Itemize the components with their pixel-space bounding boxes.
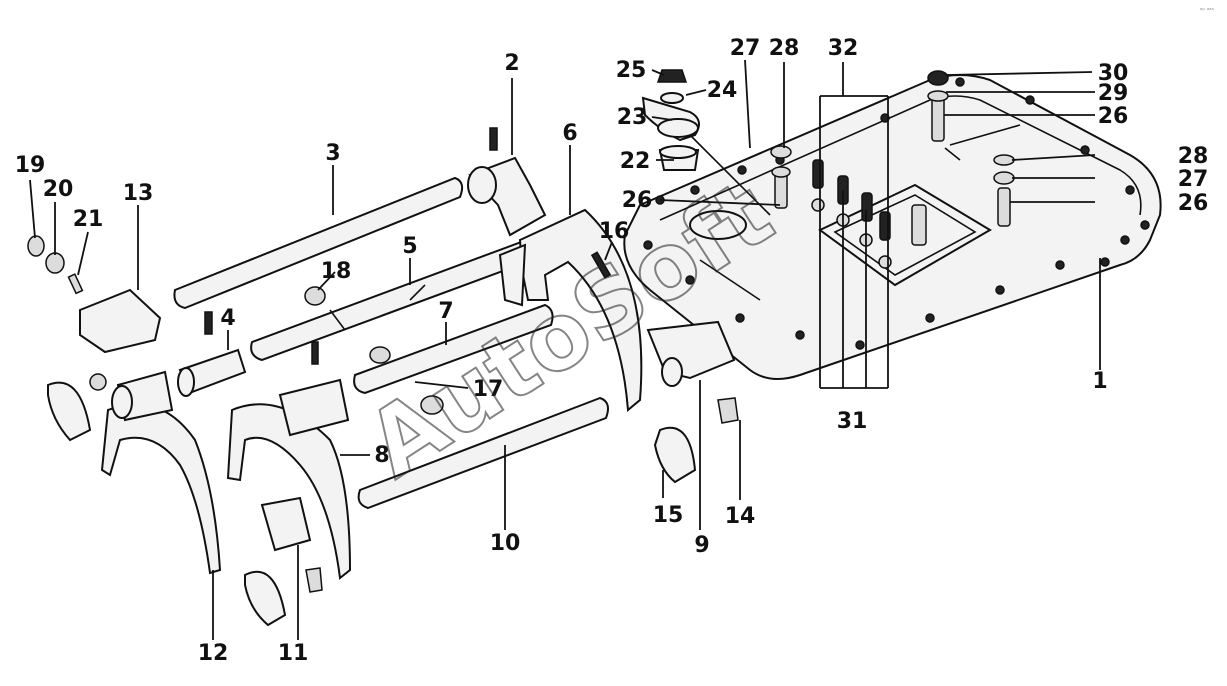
- callout-6: 6: [562, 121, 577, 146]
- shift-fork-right: [467, 127, 643, 413]
- callout-2: 2: [504, 51, 519, 76]
- corner-mark: ᵃᵖ ᵃᵃᵃ: [1200, 7, 1214, 14]
- shift-fork-middle: [204, 311, 352, 580]
- callout-28b: 28: [1178, 144, 1209, 169]
- callout-17: 17: [473, 377, 504, 402]
- callout-31: 31: [837, 409, 868, 434]
- callout-27a: 27: [730, 36, 761, 61]
- callout-21: 21: [73, 207, 104, 232]
- callout-7: 7: [438, 299, 453, 324]
- callout-16: 16: [599, 219, 630, 244]
- callout-13: 13: [123, 181, 154, 206]
- callout-26a: 26: [622, 188, 653, 213]
- callout-26b: 26: [1098, 104, 1129, 129]
- callout-9: 9: [694, 533, 709, 558]
- interlock-pads: [47, 381, 697, 627]
- callout-14: 14: [725, 504, 756, 529]
- callout-12: 12: [198, 641, 229, 666]
- callout-32: 32: [828, 36, 859, 61]
- callout-26c: 26: [1178, 191, 1209, 216]
- shift-rails: [173, 176, 609, 510]
- callout-15: 15: [653, 503, 684, 528]
- callout-3: 3: [325, 141, 340, 166]
- callout-1: 1: [1092, 369, 1107, 394]
- callout-27b: 27: [1178, 167, 1209, 192]
- callout-5: 5: [402, 234, 417, 259]
- callout-28a: 28: [769, 36, 800, 61]
- callout-22: 22: [620, 149, 651, 174]
- shift-fork-left: [100, 370, 222, 575]
- callout-20: 20: [43, 177, 74, 202]
- callout-23: 23: [617, 105, 648, 130]
- leader-lines: [29, 59, 1101, 640]
- callout-18: 18: [321, 259, 352, 284]
- callout-8: 8: [374, 443, 389, 468]
- callout-10: 10: [490, 531, 521, 556]
- callout-24: 24: [707, 78, 738, 103]
- selector-blocks: [27, 235, 739, 593]
- callout-19: 19: [15, 153, 46, 178]
- callout-30: 30: [1098, 61, 1129, 86]
- callout-labels: 1 2 3 4 5 6 7 8 9 10 11 12 13 14 15 16 1…: [15, 36, 1209, 666]
- callout-bracket-31: [819, 95, 889, 389]
- callout-29: 29: [1098, 81, 1129, 106]
- callout-25: 25: [616, 58, 647, 83]
- callout-11: 11: [278, 641, 309, 666]
- callout-4: 4: [220, 306, 235, 331]
